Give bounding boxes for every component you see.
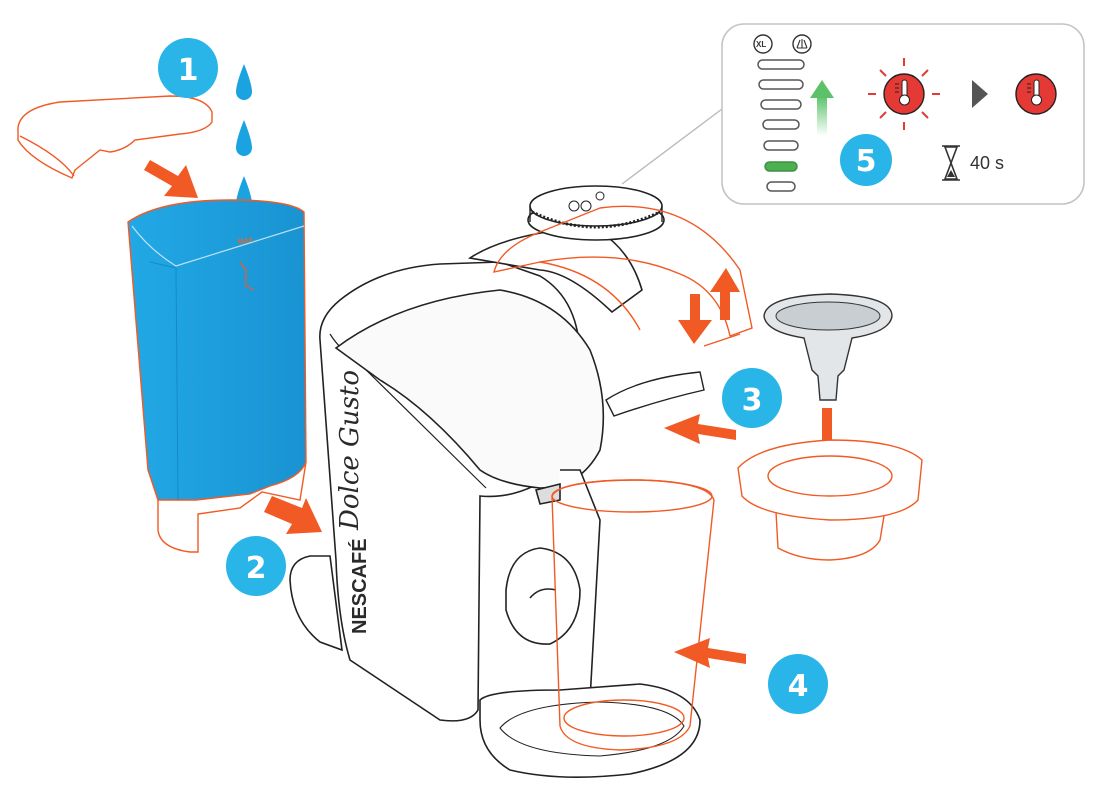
xl-icon: XL — [753, 34, 773, 54]
step-5-badge: 5 — [840, 134, 892, 186]
timer-label: 40 s — [970, 153, 1004, 173]
capsule-holder — [737, 439, 923, 561]
led-segment — [760, 99, 802, 110]
foam-icon — [792, 34, 812, 54]
lever-arrows — [678, 268, 740, 344]
svg-text:2: 2 — [246, 551, 267, 586]
cup-support-slot — [505, 547, 581, 645]
step-3-badge: 3 — [722, 368, 782, 428]
water-tank: MAX — [127, 199, 307, 553]
led-segment — [758, 79, 804, 90]
led-segment — [762, 119, 800, 130]
led-segment — [757, 59, 805, 70]
led-segment-active — [764, 161, 798, 172]
svg-text:1: 1 — [178, 53, 199, 88]
led-segment — [766, 181, 796, 192]
water-drops — [236, 64, 252, 212]
thermometer-blinking-icon — [868, 58, 940, 130]
step-4-badge: 4 — [768, 654, 828, 714]
arrow-up-icon — [710, 268, 740, 320]
panel-callout-line — [621, 99, 735, 185]
intensity-led-bar — [757, 59, 805, 192]
coffee-machine — [289, 229, 701, 778]
svg-text:XL: XL — [756, 40, 766, 49]
step-1-badge: 1 — [158, 38, 218, 98]
water-drop-icon — [236, 120, 252, 156]
brand-logo: NESCAFÉ Dolce Gusto — [335, 370, 371, 634]
water-drop-icon — [236, 64, 252, 100]
play-arrow-icon — [972, 80, 988, 108]
status-panel: XL 5 — [721, 23, 1085, 205]
arrow-place-cup — [674, 638, 746, 668]
heating-arrow-up-icon — [810, 80, 834, 136]
control-knob[interactable] — [527, 185, 665, 241]
arrow-tank-release — [264, 496, 322, 534]
tank-max-label: MAX — [237, 237, 254, 246]
brand-dolce-gusto: Dolce Gusto — [335, 370, 365, 531]
svg-text:3: 3 — [742, 383, 763, 418]
arrow-down-icon — [678, 294, 712, 344]
thermometer-ready-icon — [1015, 73, 1057, 115]
step-2-badge: 2 — [226, 536, 286, 596]
capsule — [763, 293, 893, 401]
hourglass-icon — [942, 145, 960, 181]
svg-text:5: 5 — [856, 144, 877, 179]
brand-nescafe: NESCAFÉ — [348, 538, 371, 634]
svg-text:4: 4 — [788, 669, 809, 704]
led-segment — [763, 140, 799, 151]
arrow-lid-to-tank — [144, 160, 198, 198]
tank-lid — [17, 95, 213, 179]
capsule-holder-slot — [605, 371, 705, 417]
cup — [551, 479, 715, 751]
arrow-insert-holder — [664, 414, 736, 444]
capsule-lever[interactable] — [493, 205, 753, 347]
